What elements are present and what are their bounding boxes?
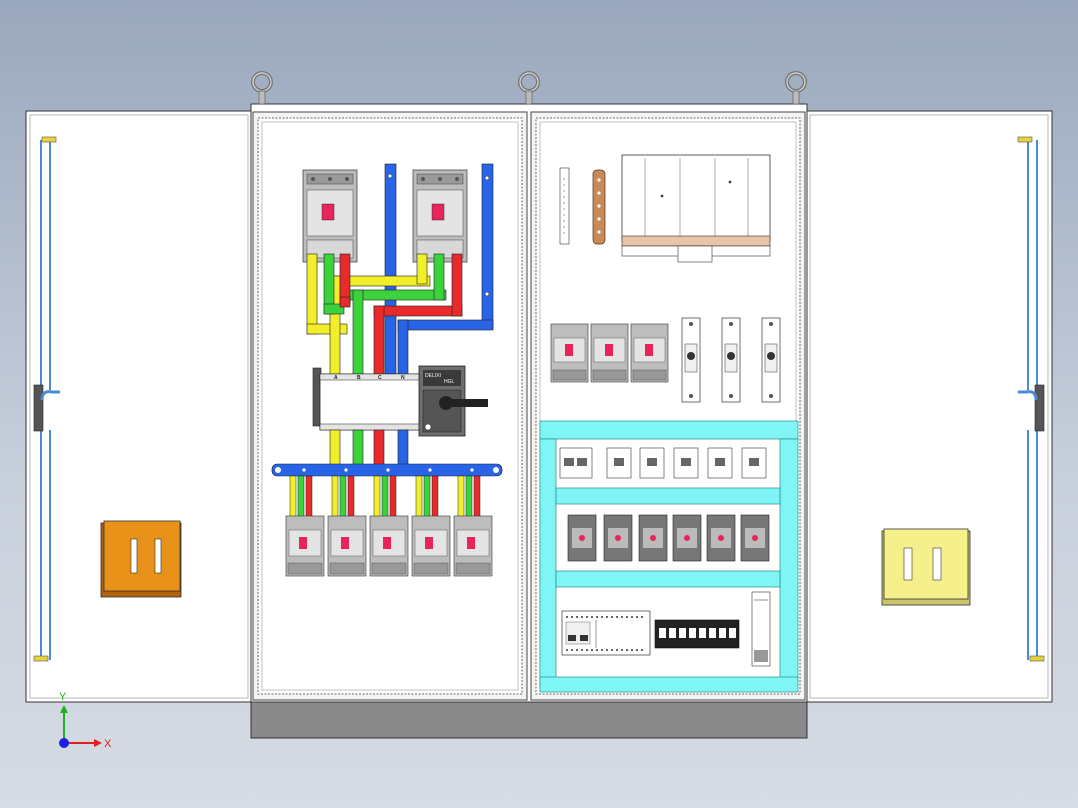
branch-breaker-3[interactable] [369, 515, 409, 577]
branch-breaker-2[interactable] [327, 515, 367, 577]
left-door-handle[interactable] [33, 384, 60, 432]
isolator-terminal-a: A [334, 375, 338, 381]
branch-breaker-5[interactable] [453, 515, 493, 577]
neutral-busbar-left [384, 163, 397, 375]
right-door[interactable] [805, 110, 1053, 703]
branch-breaker-1[interactable] [285, 515, 325, 577]
power-supply-unit [621, 154, 771, 263]
phase-risers-lower [329, 429, 409, 469]
distribution-busbar [271, 463, 503, 477]
isolator-handle[interactable] [439, 396, 488, 410]
left-door-plate [100, 520, 182, 598]
mcb-row[interactable] [559, 447, 767, 479]
plc-controller[interactable] [561, 610, 651, 656]
right-door-plate [881, 528, 971, 606]
fuse-holder-2[interactable] [721, 317, 741, 403]
small-breaker-3[interactable] [630, 323, 669, 383]
cabinet-plinth [250, 699, 808, 739]
main-breaker-1[interactable] [302, 169, 358, 263]
right-door-handle[interactable] [1018, 384, 1045, 432]
lifting-eye-left [251, 71, 273, 105]
wiring-trays [539, 420, 799, 693]
earth-terminal-strip [559, 167, 570, 245]
left-door[interactable] [25, 110, 253, 703]
fuse-holder-1[interactable] [681, 317, 701, 403]
isolator-terminal-b: B [357, 375, 361, 381]
lifting-eye-center [518, 71, 540, 105]
isolator-brand: DELIXI [425, 373, 441, 379]
axis-triad: Y X [59, 691, 112, 750]
x-axis-label: X [104, 738, 112, 750]
z-axis-dot [59, 738, 69, 748]
isolator-terminal-n: N [401, 375, 405, 381]
isolator-terminal-c: C [378, 375, 382, 381]
copper-earth-bar [592, 169, 606, 245]
relay-row[interactable] [567, 514, 770, 562]
din-power-module [751, 591, 771, 667]
y-axis-label: Y [59, 691, 67, 703]
fuse-holder-3[interactable] [761, 317, 781, 403]
terminal-blocks[interactable] [654, 619, 740, 649]
small-breaker-1[interactable] [550, 323, 589, 383]
main-breaker-2[interactable] [412, 169, 468, 263]
isolator-switch[interactable]: A B C N DELIXI HGL [312, 365, 488, 437]
branch-breaker-4[interactable] [411, 515, 451, 577]
lifting-eye-right [785, 71, 807, 105]
neutral-busbar-right [481, 163, 494, 329]
small-breaker-2[interactable] [590, 323, 629, 383]
isolator-model: HGL [444, 379, 455, 385]
phase-busbars-upper [306, 253, 494, 377]
